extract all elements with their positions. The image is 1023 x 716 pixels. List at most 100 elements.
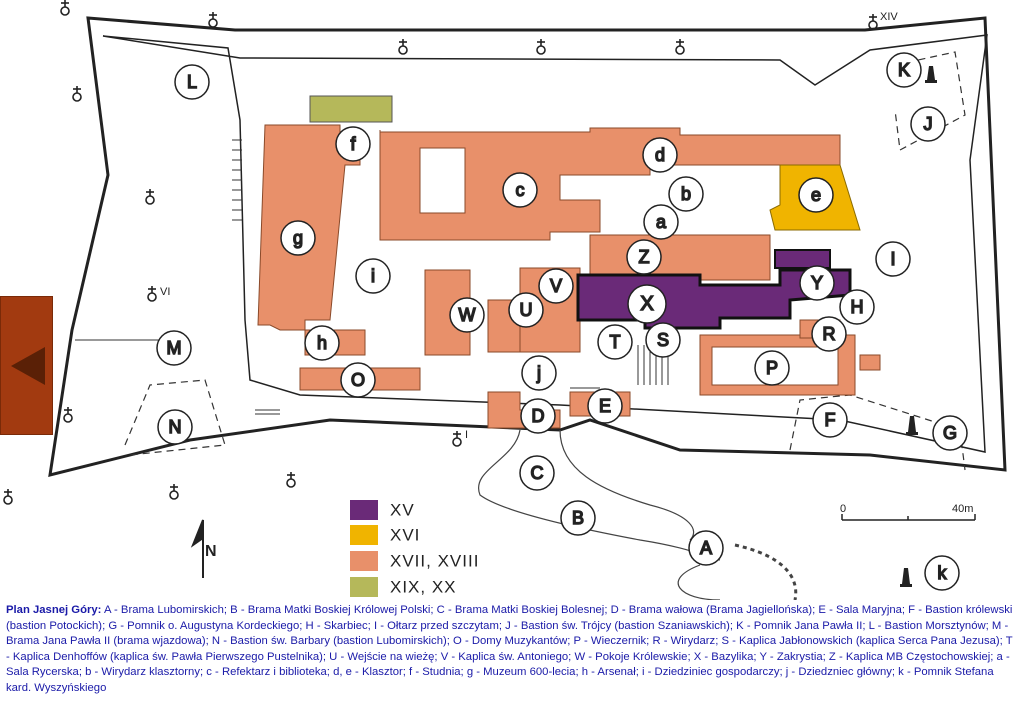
svg-text:E: E — [599, 396, 611, 416]
svg-text:j: j — [536, 363, 541, 383]
svg-text:S: S — [657, 330, 669, 350]
svg-text:h: h — [317, 333, 327, 353]
svg-text:k: k — [938, 563, 948, 583]
cross-icon — [398, 39, 408, 55]
building-xix-xx — [309, 95, 393, 123]
svg-text:0: 0 — [840, 503, 846, 515]
cross-icon — [145, 189, 155, 205]
svg-text:Y: Y — [811, 273, 823, 293]
label-U: U — [508, 292, 544, 328]
chapel-xv — [774, 249, 831, 269]
label-F: F — [812, 402, 848, 438]
cross-icon — [208, 12, 218, 28]
label-T: T — [597, 324, 633, 360]
svg-text:b: b — [681, 184, 691, 204]
cross-icon — [3, 489, 13, 505]
label-i: i — [355, 258, 391, 294]
legend: XV XVI XVII, XVIII XIX, XX — [350, 500, 479, 597]
label-X: X — [627, 284, 667, 324]
label-S: S — [645, 322, 681, 358]
cross-icon — [63, 407, 73, 423]
map-label-group: L K J I f d c b e a g Z i V Y X W U H M … — [156, 52, 968, 591]
label-A: A — [688, 530, 724, 566]
svg-text:F: F — [825, 410, 836, 430]
svg-text:X: X — [640, 293, 653, 315]
svg-text:I: I — [890, 249, 895, 269]
label-J: J — [910, 106, 946, 142]
svg-text:J: J — [924, 114, 933, 134]
svg-text:e: e — [811, 185, 821, 205]
cross-icon — [452, 431, 462, 447]
label-K: K — [886, 52, 922, 88]
svg-text:O: O — [351, 370, 365, 390]
cross-icon — [147, 286, 157, 302]
label-M: M — [156, 330, 192, 366]
label-N: N — [157, 409, 193, 445]
legend-item: XIX, XX — [350, 577, 457, 597]
caption-text: A - Brama Lubomirskich; B - Brama Matki … — [6, 604, 1013, 694]
svg-text:f: f — [350, 134, 356, 154]
caption-title: Plan Jasnej Góry: — [6, 604, 102, 616]
svg-text:d: d — [655, 145, 665, 165]
cross-icon — [675, 39, 685, 55]
svg-text:XIX, XX: XIX, XX — [390, 578, 457, 597]
label-V: V — [538, 268, 574, 304]
svg-text:a: a — [656, 212, 667, 232]
label-h: h — [304, 325, 340, 361]
label-H: H — [839, 289, 875, 325]
label-O: O — [340, 362, 376, 398]
svg-text:XVII, XVIII: XVII, XVIII — [390, 552, 479, 571]
cross-icon — [169, 484, 179, 500]
roman-mark-xiv: XIV — [880, 11, 898, 23]
previous-slide-button[interactable] — [0, 296, 53, 435]
svg-text:G: G — [943, 423, 957, 443]
svg-text:c: c — [516, 180, 525, 200]
svg-text:B: B — [572, 508, 584, 528]
monument-icon — [906, 416, 918, 435]
monument-icon — [900, 568, 912, 587]
svg-text:N: N — [205, 543, 217, 560]
svg-text:N: N — [169, 417, 182, 437]
label-g: g — [280, 220, 316, 256]
cross-icon-group — [3, 0, 878, 505]
svg-text:L: L — [187, 72, 197, 92]
label-C: C — [519, 455, 555, 491]
svg-text:H: H — [851, 297, 864, 317]
label-Z: Z — [626, 239, 662, 275]
triangle-left-icon — [11, 347, 45, 385]
label-k: k — [924, 555, 960, 591]
cross-icon — [868, 14, 878, 30]
label-E: E — [587, 388, 623, 424]
label-G: G — [932, 415, 968, 451]
svg-text:R: R — [823, 324, 836, 344]
svg-text:K: K — [898, 60, 910, 80]
label-R: R — [811, 316, 847, 352]
cross-icon — [536, 39, 546, 55]
scale-bar: 0 40m — [840, 503, 976, 521]
label-c: c — [502, 172, 538, 208]
label-e: e — [798, 177, 834, 213]
legend-item: XV — [350, 500, 415, 520]
svg-text:P: P — [766, 358, 778, 378]
cross-icon — [72, 86, 82, 102]
cross-icon — [286, 472, 296, 488]
label-P: P — [754, 350, 790, 386]
legend-swatch-xvi — [350, 525, 378, 545]
svg-text:V: V — [550, 276, 562, 296]
svg-text:W: W — [459, 305, 476, 325]
svg-text:i: i — [371, 266, 375, 286]
svg-text:40m: 40m — [952, 503, 973, 515]
legend-item: XVI — [350, 525, 419, 545]
legend-swatch-xv — [350, 500, 378, 520]
label-L: L — [174, 64, 210, 100]
svg-text:T: T — [610, 332, 621, 352]
label-D: D — [520, 398, 556, 434]
label-I: I — [875, 241, 911, 277]
label-B: B — [560, 500, 596, 536]
cross-icon — [60, 0, 70, 16]
svg-text:XV: XV — [390, 501, 415, 520]
roman-mark-i: I — [465, 429, 468, 441]
svg-text:g: g — [293, 228, 303, 248]
label-d: d — [642, 137, 678, 173]
legend-swatch-xvii-xviii — [350, 551, 378, 571]
